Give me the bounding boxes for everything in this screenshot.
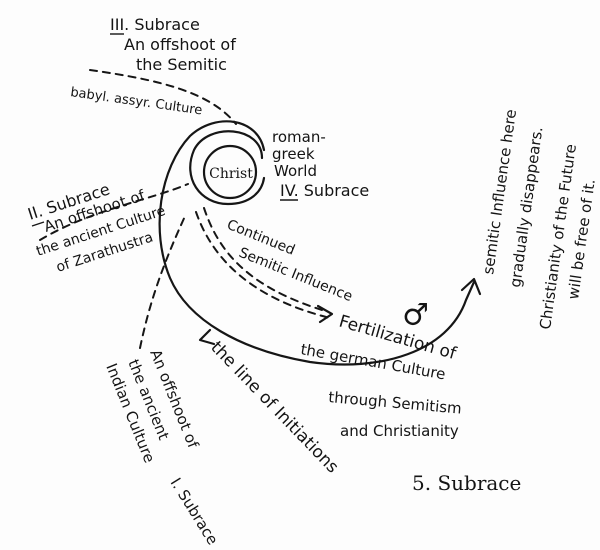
roman-greek-line2: greek [272,145,315,163]
mars-symbol-icon: ♂ [402,298,429,333]
subrace1-label: I. Subrace [167,475,222,548]
subrace2-dashed-line [39,183,189,241]
roman-greek-line1: roman- [272,128,326,146]
subrace3-dashed-line [89,69,237,125]
christ-label: Christ [209,166,253,182]
initiation-spiral-line [158,120,476,366]
subrace3-line2: the Semitic [136,55,227,74]
fertilization-line4: and Christianity [340,422,459,440]
christ-outer-circle [189,130,266,206]
subrace3-label: III. Subrace [110,15,200,34]
spiral-arrowhead [460,277,482,296]
subrace2-underline [31,221,45,227]
subrace5-label: 5. Subrace [412,471,521,495]
subrace1-dashed-line [139,213,187,349]
semitic-dashed-line-b [195,211,331,319]
initiation-arrow-icon [198,328,216,346]
semitic-arrowhead [316,304,334,324]
semitic-line2: Semitic Influence [237,245,355,305]
subrace3-line1: An offshoot of [124,35,236,54]
roman-greek-line3: World [274,162,317,180]
semitic-dashed-line-a [203,207,323,311]
christ-inner-circle [202,144,258,200]
fertilization-line3: through Semitism [328,388,463,418]
subrace4-label: IV. Subrace [280,181,369,200]
